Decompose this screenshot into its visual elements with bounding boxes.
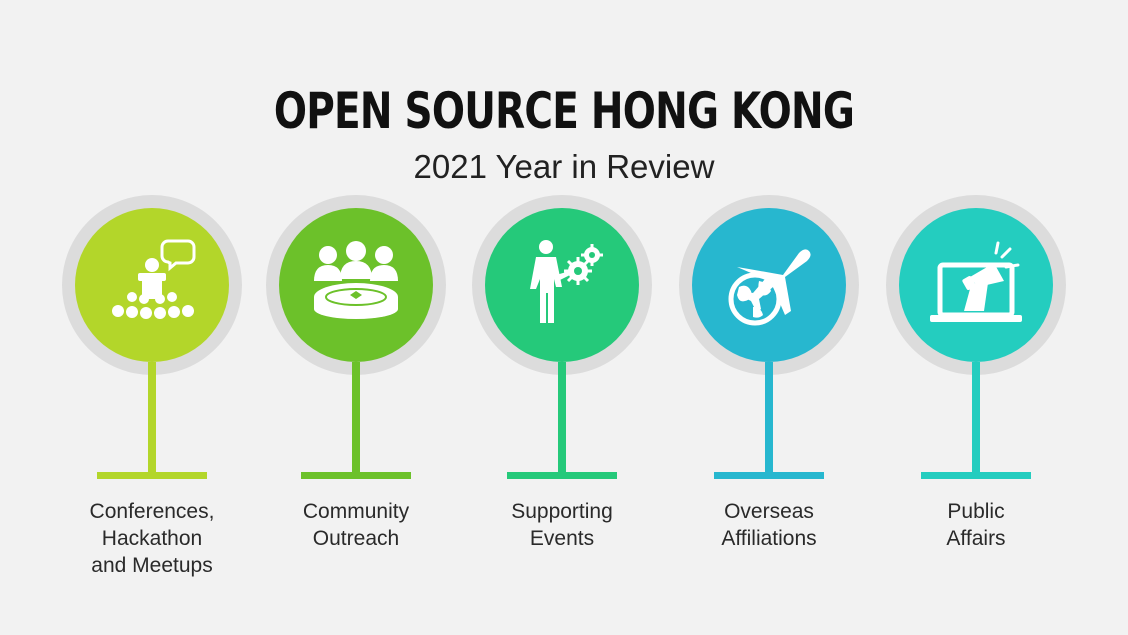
page-subtitle: 2021 Year in Review <box>413 148 715 185</box>
circle-disc <box>692 208 846 362</box>
timeline-base <box>301 472 411 479</box>
conference-speaker-icon <box>112 239 196 319</box>
timeline-stem <box>765 362 773 474</box>
timeline-stem <box>558 362 566 474</box>
item-label: Conferences, Hackathon and Meetups <box>89 500 215 577</box>
community-table-icon <box>314 241 398 319</box>
timeline-item-public-affairs: Public Affairs <box>886 0 1066 635</box>
timeline-item-conferences: Conferences, Hackathon and Meetups <box>62 0 242 635</box>
timeline-stem <box>148 362 156 474</box>
page-title: OPEN SOURCE HONG KONG <box>273 82 855 140</box>
timeline-item-community: Community Outreach <box>266 0 446 635</box>
timeline-base <box>97 472 207 479</box>
circle-disc <box>75 208 229 362</box>
timeline-item-overseas: Overseas Affiliations <box>679 0 859 635</box>
globe-airplane-icon <box>728 249 811 326</box>
item-label: Public Affairs <box>946 500 1006 550</box>
timeline-base <box>921 472 1031 479</box>
item-label: Community Outreach <box>302 500 410 550</box>
laptop-megaphone-icon <box>930 241 1022 322</box>
item-label: Supporting Events <box>511 500 613 550</box>
timeline-base <box>507 472 617 479</box>
businessman-gears-icon <box>530 240 603 323</box>
timeline-stem <box>352 362 360 474</box>
timeline-stem <box>972 362 980 474</box>
item-label: Overseas Affiliations <box>721 500 817 550</box>
circle-disc <box>899 208 1053 362</box>
circle-disc <box>279 208 433 362</box>
circle-disc <box>485 208 639 362</box>
timeline-item-supporting-events: Supporting Events <box>472 0 652 635</box>
timeline-base <box>714 472 824 479</box>
